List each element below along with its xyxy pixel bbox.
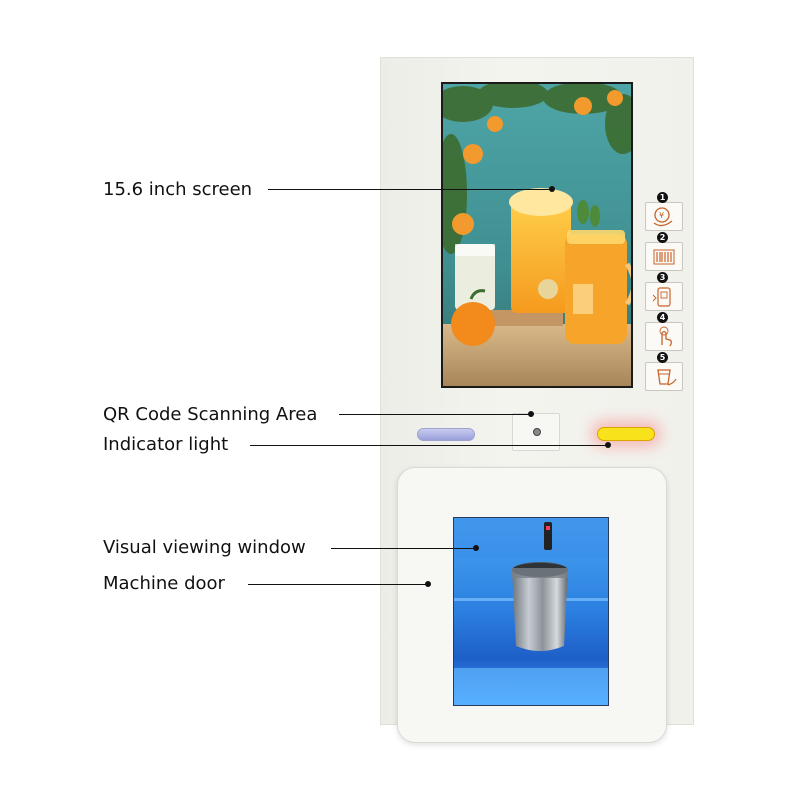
indicator-light	[597, 427, 655, 441]
step-3: 3	[645, 272, 683, 311]
label-indicator: Indicator light	[103, 434, 229, 455]
viewing-window	[453, 517, 609, 706]
step-5: 5	[645, 352, 683, 391]
step-number: 5	[657, 352, 668, 363]
label-door: Machine door	[103, 573, 225, 594]
step-number: 3	[657, 272, 668, 283]
callout-line-window	[331, 548, 476, 549]
callout-line-door	[248, 584, 428, 585]
step-number: 2	[657, 232, 668, 243]
step-4: 4	[645, 312, 683, 351]
barcode-icon	[653, 249, 675, 265]
callout-dot-indicator	[605, 442, 611, 448]
display-screen[interactable]	[441, 82, 633, 388]
step-number: 1	[657, 192, 668, 203]
callout-dot-door	[425, 581, 431, 587]
touch-icon	[659, 326, 672, 347]
window-interior-image	[454, 518, 608, 705]
screen-advert-image	[443, 84, 631, 386]
step-2: 2	[645, 232, 683, 271]
payment-icon: ¥	[653, 207, 673, 227]
scan-phone-icon	[652, 287, 671, 307]
callout-line-indicator	[250, 445, 608, 446]
label-qr-area: QR Code Scanning Area	[103, 404, 318, 425]
step-number: 4	[657, 312, 668, 323]
cup-pickup-icon	[657, 369, 677, 386]
callout-dot-screen	[549, 186, 555, 192]
step-1: ¥ 1	[645, 192, 683, 231]
scanner-lens	[533, 428, 541, 436]
svg-text:¥: ¥	[659, 211, 664, 220]
indicator-light-left	[417, 428, 475, 441]
qr-scanner[interactable]	[512, 413, 560, 451]
label-window: Visual viewing window	[103, 537, 306, 558]
callout-line-qr	[339, 414, 531, 415]
callout-line-screen	[268, 189, 552, 190]
callout-dot-qr	[528, 411, 534, 417]
label-screen: 15.6 inch screen	[103, 179, 253, 200]
callout-dot-window	[473, 545, 479, 551]
